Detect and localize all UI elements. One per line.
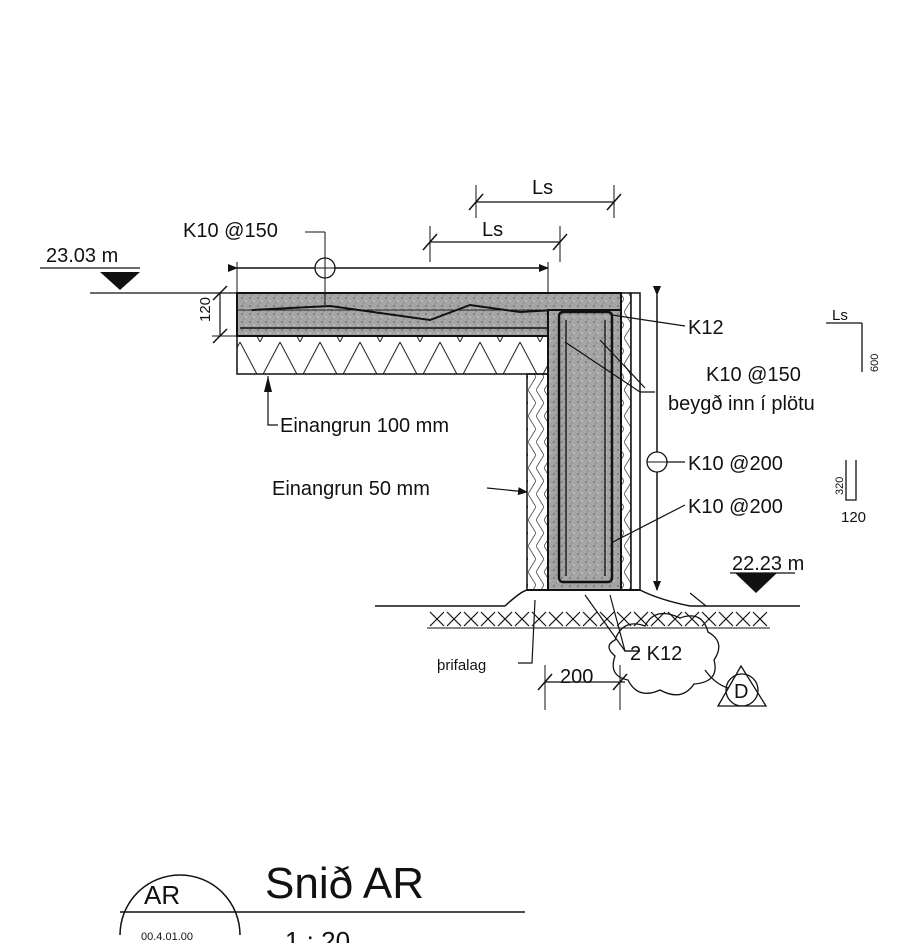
gravel-mark bbox=[565, 611, 581, 627]
insulation-100-label: Einangrun 100 mm bbox=[280, 415, 449, 437]
slab-insulation-100 bbox=[236, 335, 549, 375]
bar-shape-1-ls: Ls bbox=[832, 307, 848, 324]
section-title: Snið AR bbox=[265, 859, 424, 908]
gravel-mark bbox=[599, 611, 615, 627]
slab-rebar-dimension bbox=[228, 231, 549, 305]
bar-shape-2-length: 320 bbox=[834, 477, 846, 495]
leaders bbox=[267, 314, 686, 664]
footing-width-dimension bbox=[537, 665, 628, 710]
gravel-mark bbox=[548, 611, 564, 627]
gravel-mark bbox=[514, 611, 530, 627]
gravel-fill bbox=[429, 611, 768, 627]
level-bottom-label: 22.23 m bbox=[732, 553, 804, 575]
wall-height-dimension bbox=[646, 286, 668, 591]
prifalag-label: þrifalag bbox=[437, 657, 486, 674]
k10-200-label-2: K10 @200 bbox=[688, 496, 783, 518]
k10-200-label-1: K10 @200 bbox=[688, 453, 783, 475]
gravel-mark bbox=[429, 611, 445, 627]
section-marker-label: AR bbox=[144, 880, 180, 910]
gravel-mark bbox=[446, 611, 462, 627]
lap-dimensions bbox=[422, 185, 622, 262]
gravel-mark bbox=[497, 611, 513, 627]
footing-width-label: 200 bbox=[560, 666, 593, 688]
detail-cloud bbox=[608, 612, 768, 707]
bar-shape-1 bbox=[826, 322, 863, 372]
detail-ref-label: D bbox=[734, 681, 748, 703]
ground bbox=[375, 589, 800, 629]
wall-insulation-50 bbox=[526, 373, 549, 591]
bar-shape-2 bbox=[845, 460, 857, 501]
lap-upper-label: Ls bbox=[532, 177, 553, 199]
slab-rebar-label: K10 @150 bbox=[183, 220, 278, 242]
gravel-mark bbox=[480, 611, 496, 627]
gravel-mark bbox=[752, 611, 768, 627]
k12-top-label: K12 bbox=[688, 317, 724, 339]
level-marker-top bbox=[40, 267, 237, 294]
gravel-mark bbox=[582, 611, 598, 627]
drawing-ref: 00.4.01.00 bbox=[141, 931, 193, 943]
outer-wall-layer bbox=[620, 292, 641, 591]
slab-thickness-label: 120 bbox=[197, 297, 214, 322]
gravel-mark bbox=[735, 611, 751, 627]
k10-bent-label-2: beygð inn í plötu bbox=[668, 393, 815, 415]
level-top-label: 23.03 m bbox=[46, 245, 118, 267]
level-marker-bottom bbox=[730, 572, 795, 593]
gravel-mark bbox=[718, 611, 734, 627]
gravel-mark bbox=[463, 611, 479, 627]
gravel-mark bbox=[684, 611, 700, 627]
bottom-bars-label: 2 K12 bbox=[630, 643, 682, 665]
k10-bent-label-1: K10 @150 bbox=[706, 364, 801, 386]
insulation-50-label: Einangrun 50 mm bbox=[272, 478, 430, 500]
gravel-mark bbox=[650, 611, 666, 627]
gravel-mark bbox=[616, 611, 632, 627]
bar-shape-1-length: 600 bbox=[869, 354, 881, 372]
bar-shape-2-width: 120 bbox=[841, 509, 866, 526]
slab-thickness-dimension bbox=[212, 285, 237, 344]
drawing-scale: 1 : 20 bbox=[285, 926, 350, 943]
title-block: AR Snið AR 00.4.01.00 1 : 20 bbox=[119, 859, 525, 943]
lap-lower-label: Ls bbox=[482, 219, 503, 241]
concrete-wall bbox=[547, 309, 622, 591]
